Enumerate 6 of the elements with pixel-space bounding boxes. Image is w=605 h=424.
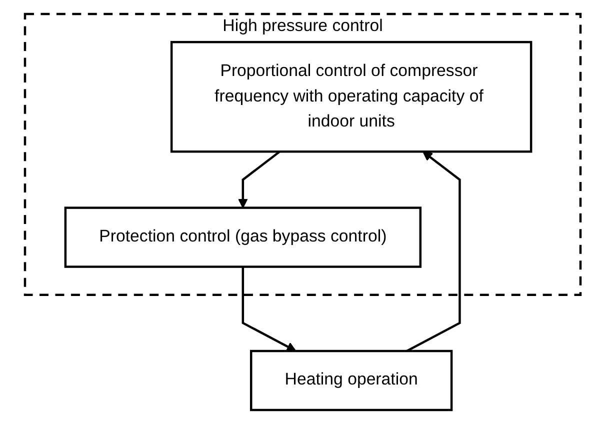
node-box: Proportional control of compressor frequency with operating capacity of indoor units	[170, 40, 532, 153]
arrow	[406, 151, 461, 352]
arrow	[238, 150, 280, 208]
node-box: Heating operation	[250, 350, 452, 412]
node-box: Protection control (gas bypass control)	[64, 206, 422, 268]
arrow	[242, 266, 296, 352]
